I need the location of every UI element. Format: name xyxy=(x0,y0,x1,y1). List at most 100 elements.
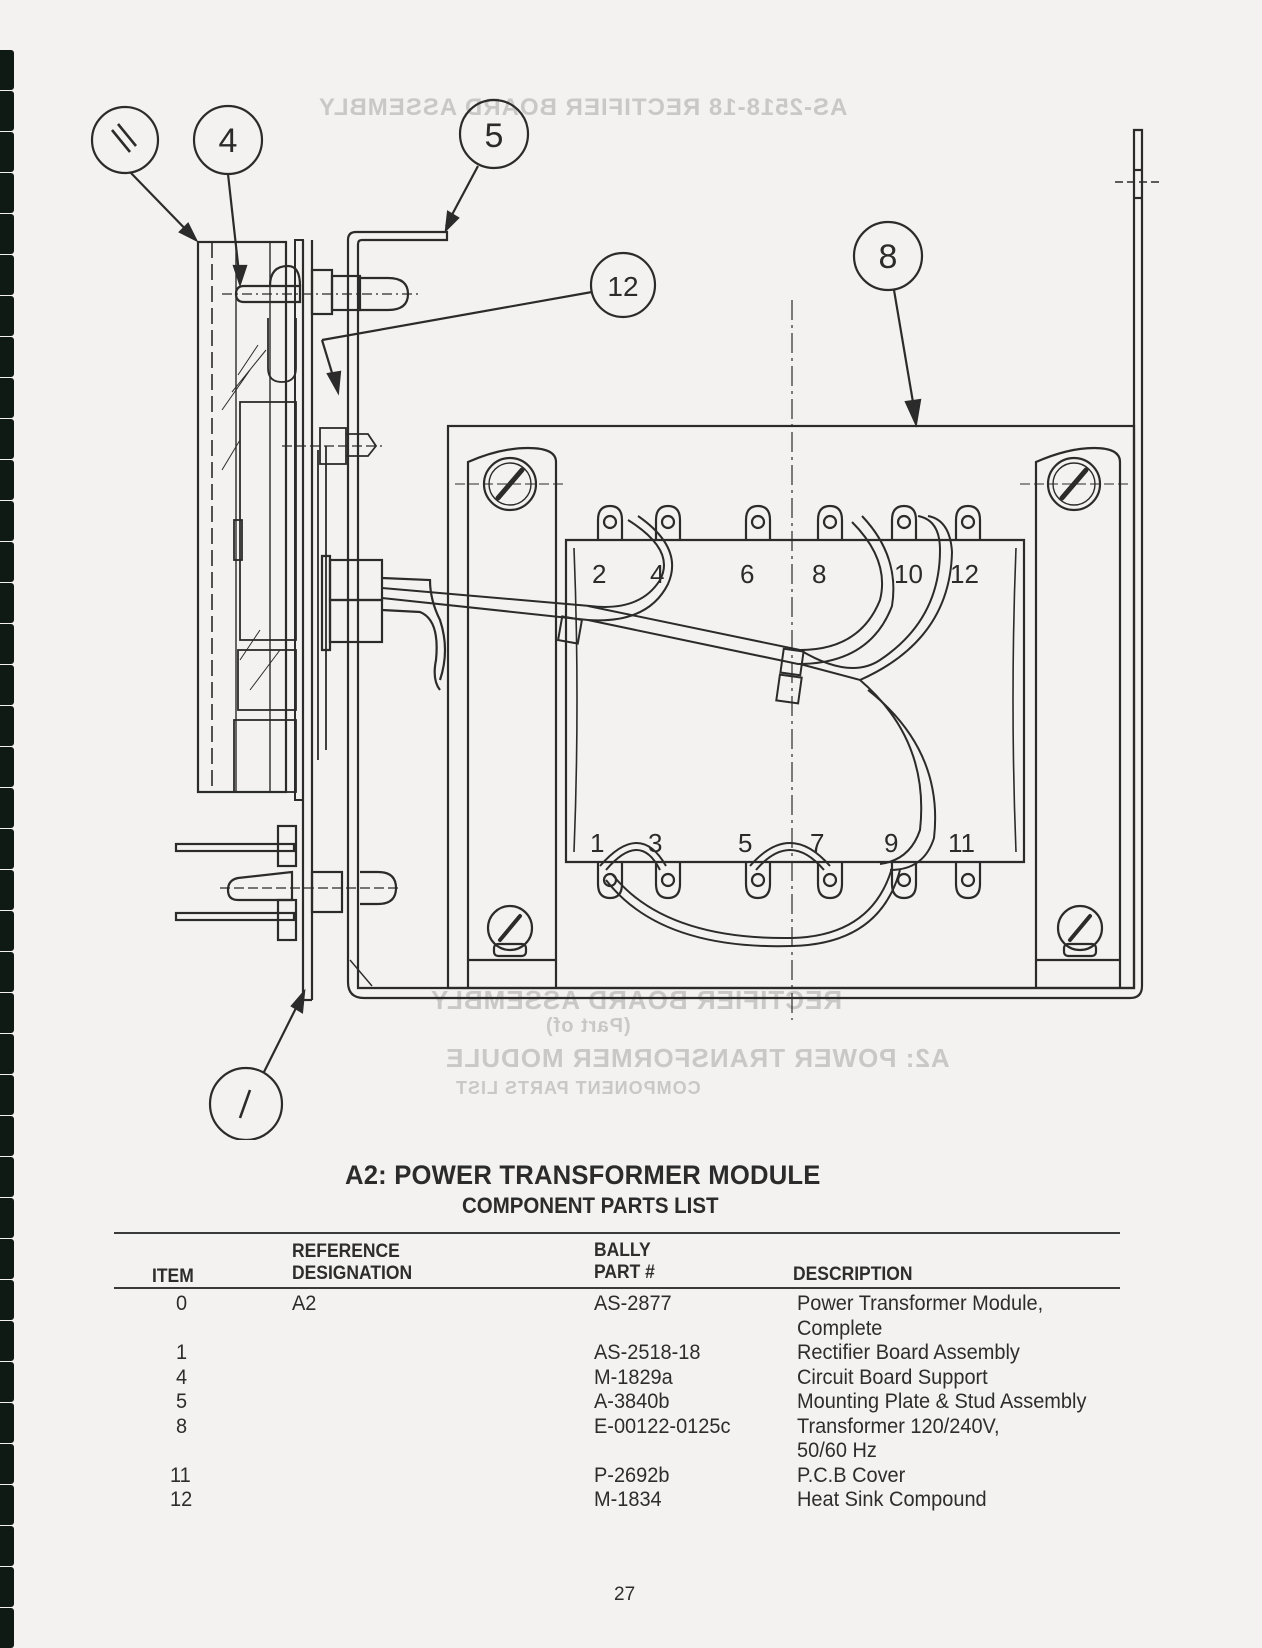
terminal-label: 5 xyxy=(738,828,752,858)
terminal-label: 4 xyxy=(650,559,664,589)
binding-ring xyxy=(0,747,14,787)
part-number: M-1834 xyxy=(594,1488,662,1511)
description: Complete xyxy=(797,1316,883,1340)
binding-ring xyxy=(0,419,14,459)
page-number: 27 xyxy=(614,1584,636,1605)
svg-text:4: 4 xyxy=(219,122,238,160)
terminal-label: 3 xyxy=(648,828,662,858)
binding-ring xyxy=(0,501,14,541)
terminal-lug xyxy=(816,862,844,900)
description: Rectifier Board Assembly xyxy=(797,1341,1020,1364)
terminal-hole xyxy=(822,514,838,530)
binding-ring xyxy=(0,1075,14,1115)
binding-ring xyxy=(0,255,14,295)
callout-5: 5 xyxy=(444,98,530,233)
binding-ring xyxy=(0,173,14,213)
item-number: 8 xyxy=(176,1414,188,1438)
transformer-wiring xyxy=(381,515,954,948)
binding-ring xyxy=(0,1321,14,1361)
terminal-label: 2 xyxy=(592,559,606,589)
binding-ring xyxy=(0,132,14,172)
terminal-lug xyxy=(654,862,682,900)
table-top-rule xyxy=(114,1232,1120,1234)
binding-ring xyxy=(0,1444,14,1484)
binding-ring xyxy=(0,870,14,910)
terminal-lug xyxy=(596,862,624,900)
terminal-label: 8 xyxy=(812,559,826,589)
description: Heat Sink Compound xyxy=(797,1488,987,1511)
terminal-lug xyxy=(654,504,682,540)
terminal-lug xyxy=(816,504,844,540)
callout-4: 4 xyxy=(192,104,264,288)
terminal-hole xyxy=(960,514,976,530)
binding-ring xyxy=(0,1198,14,1238)
top-terminals xyxy=(596,504,982,540)
binding-ring xyxy=(0,1239,14,1279)
binding-ring xyxy=(0,1567,14,1607)
description: Power Transformer Module, xyxy=(797,1292,1044,1315)
callout-1 xyxy=(208,988,306,1140)
binding-ring xyxy=(0,993,14,1033)
terminal-hole xyxy=(896,872,912,888)
terminal-label: 1 xyxy=(590,828,604,858)
header-part-line1: BALLY xyxy=(594,1240,651,1261)
part-number: E-00122-0125c xyxy=(594,1414,731,1438)
part-number: AS-2518-18 xyxy=(594,1341,701,1364)
bottom-terminals xyxy=(596,862,982,900)
terminal-label: 12 xyxy=(950,559,979,589)
item-number: 11 xyxy=(170,1463,191,1487)
binding-ring xyxy=(0,911,14,951)
spiral-binding xyxy=(0,0,14,1648)
mounting-plate xyxy=(346,128,1160,1000)
reference-designation: A2 xyxy=(292,1292,317,1315)
binding-ring xyxy=(0,296,14,336)
page-subtitle: COMPONENT PARTS LIST xyxy=(462,1193,719,1218)
terminal-label: 6 xyxy=(740,559,754,589)
binding-ring xyxy=(0,1608,14,1648)
binding-ring xyxy=(0,460,14,500)
terminal-lug xyxy=(744,504,772,540)
description: Transformer 120/240V, xyxy=(797,1414,1000,1438)
terminal-hole xyxy=(750,872,766,888)
terminal-hole xyxy=(896,514,912,530)
page-title: A2: POWER TRANSFORMER MODULE xyxy=(345,1160,821,1190)
terminal-hole xyxy=(660,872,676,888)
terminal-label: 9 xyxy=(884,828,898,858)
terminal-lug xyxy=(596,504,624,540)
header-description: DESCRIPTION xyxy=(793,1264,913,1285)
binding-ring xyxy=(0,829,14,869)
terminal-hole xyxy=(602,514,618,530)
svg-text:12: 12 xyxy=(607,271,638,302)
svg-text:5: 5 xyxy=(485,117,504,155)
binding-ring xyxy=(0,1280,14,1320)
binding-ring xyxy=(0,665,14,705)
description: Mounting Plate & Stud Assembly xyxy=(797,1390,1087,1413)
item-number: 1 xyxy=(176,1341,188,1364)
terminal-hole xyxy=(822,872,838,888)
binding-ring xyxy=(0,706,14,746)
part-number: M-1829a xyxy=(594,1365,673,1389)
terminal-label: 7 xyxy=(810,828,824,858)
terminal-lug xyxy=(954,862,982,900)
circuit-board xyxy=(294,239,314,1002)
part-number: P-2692b xyxy=(594,1463,670,1487)
binding-ring xyxy=(0,378,14,418)
part-number: A-3840b xyxy=(594,1390,670,1413)
terminal-lug xyxy=(744,862,772,900)
header-part-line2: PART # xyxy=(594,1262,655,1283)
binding-ring xyxy=(0,1526,14,1566)
header-item: ITEM xyxy=(152,1266,194,1287)
binding-ring xyxy=(0,50,14,90)
terminal-lug xyxy=(954,504,982,540)
item-number: 4 xyxy=(176,1365,188,1389)
binding-ring xyxy=(0,788,14,828)
description: P.C.B Cover xyxy=(797,1463,906,1487)
transformer xyxy=(446,300,1136,1020)
terminal-hole xyxy=(750,514,766,530)
rectifier-pins xyxy=(174,824,400,987)
callout-12: 12 xyxy=(320,251,657,396)
svg-text:8: 8 xyxy=(879,238,898,276)
binding-ring xyxy=(0,1403,14,1443)
callout-8: 8 xyxy=(852,220,924,428)
